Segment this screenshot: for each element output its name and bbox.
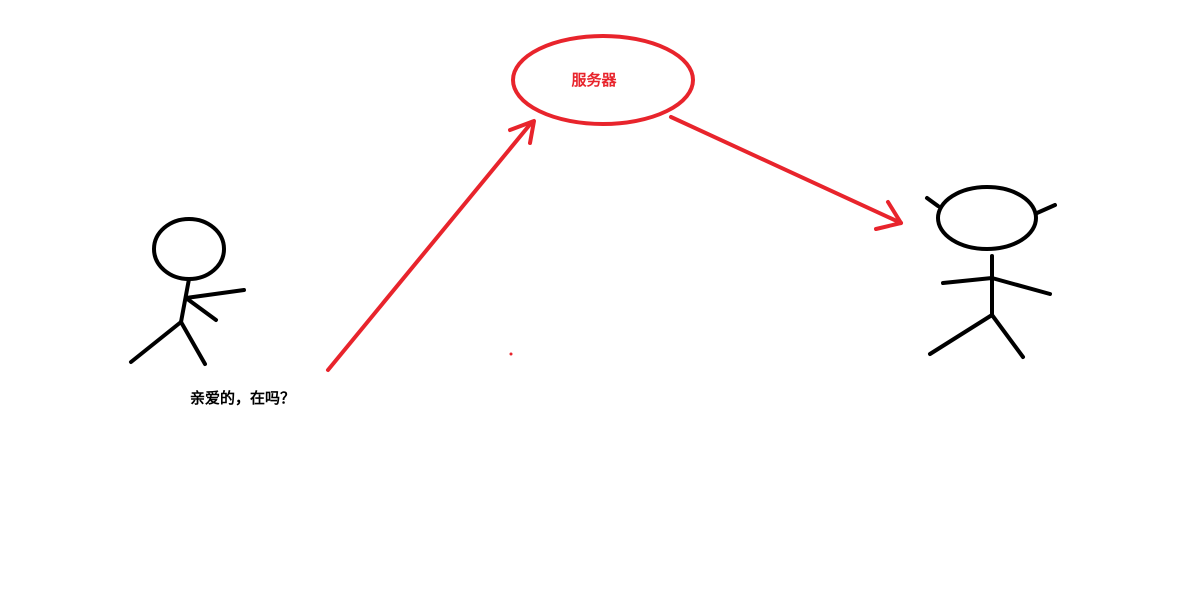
arrowhead-icon [874,200,903,231]
sender-figure [129,217,246,366]
arrowhead-icon [508,119,536,145]
receiver-ear-left [925,196,940,208]
sender-body [179,277,191,324]
receiver-arm-left [941,276,994,285]
server-node: 服务器 [511,34,695,126]
receiver-ear-right [1035,203,1057,215]
stray-mark [509,352,513,356]
arrow-shaft [669,115,903,225]
server-ellipse [511,34,695,126]
sender-leg-left [129,320,183,364]
sender-message: 亲爱的，在吗？ [190,389,295,407]
sender-leg-right [179,320,207,366]
server-label: 服务器 [571,71,617,89]
arrow-sender-to-server [326,119,536,372]
sender-head [152,217,226,281]
receiver-figure [925,185,1057,359]
sender-arm-lower [184,296,218,322]
arrow-shaft [326,120,534,372]
sender-arm-upper [184,288,246,300]
receiver-leg-left [928,313,994,356]
receiver-leg-right [990,313,1025,359]
receiver-head [936,185,1038,251]
arrow-server-to-receiver [669,115,903,231]
receiver-arm-right [990,276,1052,296]
